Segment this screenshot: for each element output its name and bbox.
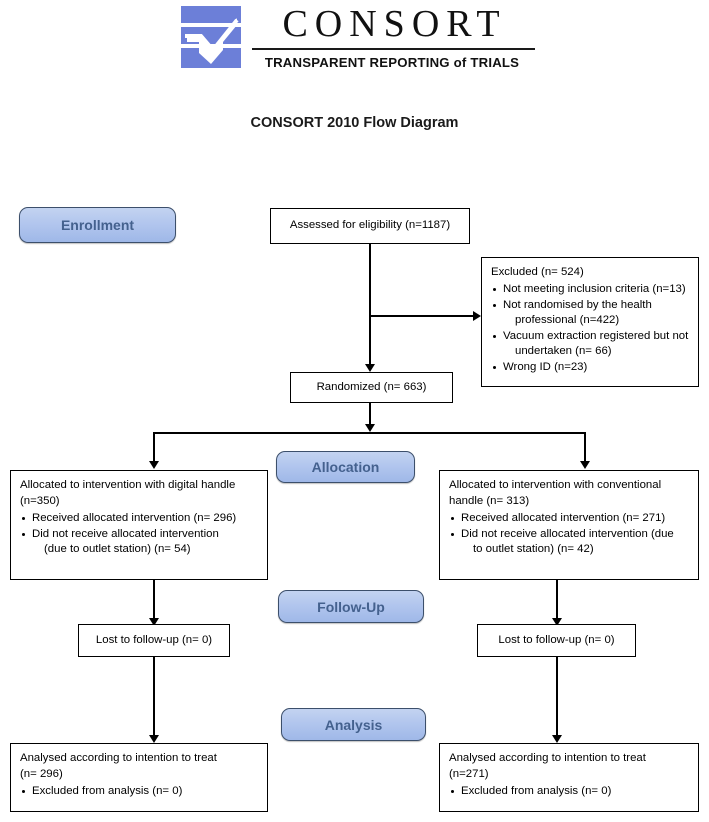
logo-divider-rule	[252, 48, 535, 50]
alloc-left-item-cont: (due to outlet station) (n= 54)	[44, 543, 191, 556]
stage-label-followup: Follow-Up	[278, 590, 424, 623]
box-allocation-left: Allocated to intervention with digital h…	[10, 470, 268, 580]
excluded-item-cont: professional (n=422)	[515, 314, 620, 327]
connector-right-to-analysis	[556, 657, 558, 739]
list-item: Received allocated intervention (n= 296)	[20, 511, 258, 526]
tagline-of: of	[453, 55, 467, 70]
list-item: Not meeting inclusion criteria (n=13)	[491, 282, 689, 297]
excluded-item-text: Not meeting inclusion criteria (n=13)	[503, 283, 686, 296]
box-analysis-left: Analysed according to intention to treat…	[10, 743, 268, 812]
checkmark-icon	[185, 18, 239, 64]
box-analysis-left-header2: (n= 296)	[20, 768, 63, 781]
connector-left-to-followup	[153, 580, 155, 622]
box-assessed-for-eligibility: Assessed for eligibility (n=1187)	[270, 208, 470, 244]
excluded-item-text: Not randomised by the health	[503, 299, 652, 312]
box-analysis-right-header2: (n=271)	[449, 768, 489, 781]
tagline-part1: TRANSPARENT REPORTING	[264, 55, 454, 70]
analysis-left-item-text: Excluded from analysis (n= 0)	[32, 785, 183, 798]
list-item: Did not receive allocated intervention (…	[20, 527, 258, 557]
connector-right-to-followup	[556, 580, 558, 622]
logo-bar-top	[181, 6, 241, 23]
connector-allocation-horizontal	[153, 432, 585, 434]
arrowhead-to-excluded-icon	[473, 311, 481, 321]
box-allocation-right-list: Received allocated intervention (n= 271)…	[449, 511, 689, 557]
stage-label-enrollment: Enrollment	[19, 207, 176, 243]
arrowhead-randomized-split-icon	[365, 424, 375, 432]
box-lost-followup-right-text: Lost to follow-up (n= 0)	[498, 633, 615, 646]
connector-randomized-down	[369, 403, 371, 428]
stage-label-allocation-text: Allocation	[311, 459, 380, 475]
alloc-right-item-cont: to outlet station) (n= 42)	[473, 543, 594, 556]
box-lost-followup-left-text: Lost to follow-up (n= 0)	[95, 633, 213, 646]
list-item: Not randomised by the health professiona…	[491, 298, 689, 328]
arrowhead-left-followup-icon	[149, 618, 159, 626]
alloc-right-item-text: Did not receive allocated intervention (…	[461, 528, 674, 541]
connector-assessed-to-randomized-lower	[369, 315, 371, 367]
arrowhead-right-analysis-icon	[552, 735, 562, 743]
arrowhead-right-followup-icon	[552, 618, 562, 626]
box-assessed-text: Assessed for eligibility (n=1187)	[289, 219, 451, 232]
box-allocation-right-header2: handle (n= 313)	[449, 495, 530, 508]
page-title: CONSORT 2010 Flow Diagram	[250, 115, 459, 131]
box-lost-followup-left: Lost to follow-up (n= 0)	[78, 624, 230, 657]
consort-logo-header: CONSORT TRANSPARENT REPORTING of TRIALS	[0, 0, 709, 88]
arrowhead-left-analysis-icon	[149, 735, 159, 743]
list-item: Excluded from analysis (n= 0)	[449, 784, 689, 799]
alloc-right-item-text: Received allocated intervention (n= 271)	[461, 512, 666, 525]
excluded-item-text: Wrong ID (n=23)	[503, 361, 588, 374]
list-item: Received allocated intervention (n= 271)	[449, 511, 689, 526]
box-lost-followup-right: Lost to follow-up (n= 0)	[477, 624, 636, 657]
alloc-left-item-text: Did not receive allocated intervention	[32, 528, 219, 541]
list-item: Did not receive allocated intervention (…	[449, 527, 689, 557]
connector-assessed-to-randomized-upper	[369, 244, 371, 316]
box-analysis-right-header1: Analysed according to intention to treat	[449, 752, 646, 764]
connector-allocation-right-drop	[584, 432, 586, 465]
box-excluded-header: Excluded (n= 524)	[491, 266, 584, 278]
tagline-part2: TRIALS	[466, 55, 520, 70]
stage-label-analysis: Analysis	[281, 708, 426, 741]
list-item: Vacuum extraction registered but not und…	[491, 329, 689, 359]
box-excluded: Excluded (n= 524) Not meeting inclusion …	[481, 257, 699, 387]
alloc-left-item-text: Received allocated intervention (n= 296)	[32, 512, 237, 525]
arrowhead-allocation-right-icon	[580, 461, 590, 469]
stage-label-followup-text: Follow-Up	[317, 598, 385, 615]
stage-label-analysis-text: Analysis	[324, 716, 383, 733]
box-analysis-left-header1: Analysed according to intention to treat	[20, 752, 217, 764]
consort-tagline: TRANSPARENT REPORTING of TRIALS	[246, 55, 538, 70]
connector-left-to-analysis	[153, 657, 155, 739]
box-allocation-left-header2: (n=350)	[20, 495, 60, 508]
analysis-right-item-text: Excluded from analysis (n= 0)	[461, 785, 612, 798]
box-randomized: Randomized (n= 663)	[290, 372, 453, 403]
list-item: Excluded from analysis (n= 0)	[20, 784, 258, 799]
box-randomized-text: Randomized (n= 663)	[316, 380, 427, 393]
box-analysis-left-list: Excluded from analysis (n= 0)	[20, 784, 258, 799]
excluded-item-text: Vacuum extraction registered but not	[503, 330, 689, 343]
box-allocation-right-header1: Allocated to intervention with conventio…	[449, 479, 662, 491]
connector-allocation-left-drop	[153, 432, 155, 465]
box-excluded-list: Not meeting inclusion criteria (n=13) No…	[491, 282, 689, 375]
consort-checkmark-logo-icon	[181, 6, 241, 68]
arrowhead-allocation-left-icon	[149, 461, 159, 469]
stage-label-enrollment-text: Enrollment	[60, 217, 135, 233]
box-analysis-right: Analysed according to intention to treat…	[439, 743, 699, 812]
box-allocation-left-list: Received allocated intervention (n= 296)…	[20, 511, 258, 557]
excluded-item-cont: undertaken (n= 66)	[515, 345, 612, 358]
consort-wordmark: CONSORT	[282, 3, 507, 45]
list-item: Wrong ID (n=23)	[491, 360, 689, 375]
box-allocation-right: Allocated to intervention with conventio…	[439, 470, 699, 580]
stage-label-allocation: Allocation	[276, 451, 415, 483]
arrowhead-to-randomized-icon	[365, 364, 375, 372]
box-allocation-left-header1: Allocated to intervention with digital h…	[20, 479, 236, 491]
connector-to-excluded	[369, 315, 474, 317]
box-analysis-right-list: Excluded from analysis (n= 0)	[449, 784, 689, 799]
